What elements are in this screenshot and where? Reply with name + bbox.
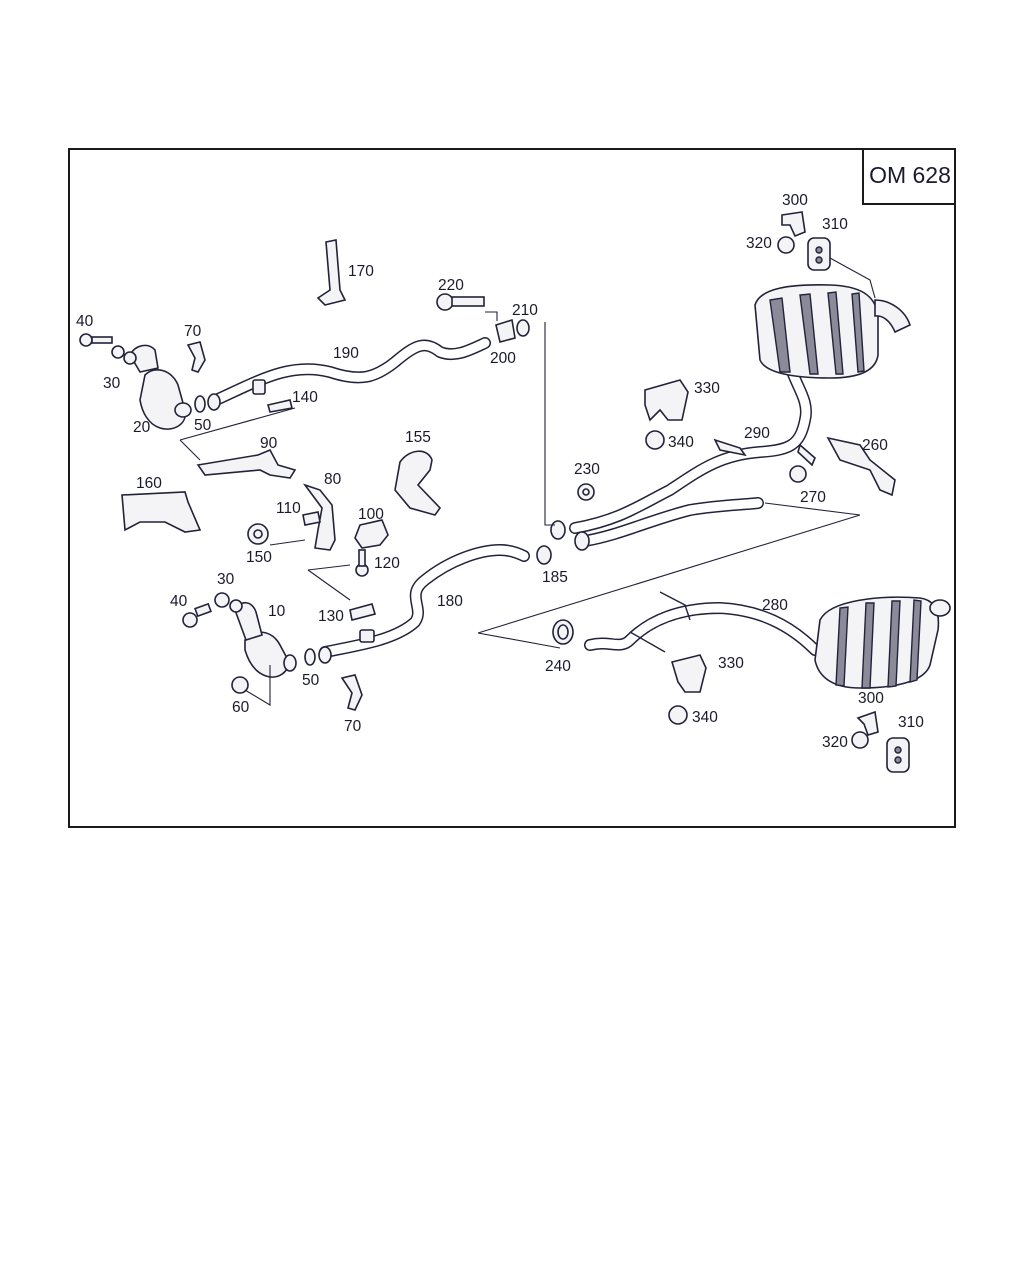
bushing-150 — [247, 523, 269, 545]
label-140: 140 — [292, 389, 318, 406]
clip-140 — [266, 399, 293, 413]
nut-60 — [231, 676, 249, 694]
label-320-upper: 320 — [746, 235, 772, 252]
clamp-30-upper — [111, 345, 137, 365]
label-200: 200 — [490, 350, 516, 367]
nut-340-lower — [668, 705, 688, 725]
nut-340-upper — [645, 430, 665, 450]
label-330-upper: 330 — [694, 380, 720, 397]
label-155: 155 — [405, 429, 431, 446]
bracket-70-lower — [340, 674, 363, 711]
rear-muffler-lower — [814, 596, 951, 689]
bracket-90 — [196, 448, 297, 479]
label-160: 160 — [136, 475, 162, 492]
bolt-40-upper — [79, 333, 113, 347]
sleeve-210 — [516, 319, 530, 337]
label-340-upper: 340 — [668, 434, 694, 451]
diagram-frame — [68, 148, 956, 828]
label-90: 90 — [260, 435, 278, 452]
gasket-200 — [495, 318, 516, 343]
bracket-170 — [316, 239, 347, 306]
bracket-260 — [826, 436, 896, 497]
label-320-lower: 320 — [822, 734, 848, 751]
label-30-lower: 30 — [217, 571, 235, 588]
label-10: 10 — [268, 603, 286, 620]
label-300-upper: 300 — [782, 192, 808, 209]
bracket-330-lower — [670, 654, 707, 693]
label-240: 240 — [545, 658, 571, 675]
label-50-lower: 50 — [302, 672, 320, 689]
label-20: 20 — [133, 419, 151, 436]
label-210: 210 — [512, 302, 538, 319]
nut-270 — [789, 465, 807, 483]
label-260: 260 — [862, 437, 888, 454]
label-150: 150 — [246, 549, 272, 566]
label-270: 270 — [800, 489, 826, 506]
engine-code-badge: OM 628 — [862, 148, 956, 205]
label-185: 185 — [542, 569, 568, 586]
rubber-hanger-310-lower — [886, 737, 910, 773]
hanger-100 — [354, 519, 389, 549]
label-300-lower: 300 — [858, 690, 884, 707]
label-280: 280 — [762, 597, 788, 614]
label-190: 190 — [333, 345, 359, 362]
part-labels: 170 220 210 200 190 40 30 70 20 50 140 9… — [76, 192, 924, 751]
nut-320-upper — [777, 236, 795, 254]
clip-130 — [349, 603, 377, 621]
rear-pipe — [584, 591, 821, 656]
bracket-70-upper — [186, 341, 206, 373]
label-120: 120 — [374, 555, 400, 572]
nut-230 — [577, 483, 595, 501]
label-290: 290 — [744, 425, 770, 442]
bracket-330-upper — [644, 379, 689, 422]
clamp-240 — [552, 619, 574, 645]
bracket-160 — [121, 491, 202, 533]
rubber-hanger-310-upper — [807, 237, 831, 271]
bracket-80 — [302, 483, 336, 551]
catalytic-converter-lower — [234, 601, 332, 678]
intermediate-pipe — [550, 359, 812, 551]
label-170: 170 — [348, 263, 374, 280]
heat-shield-155 — [394, 450, 442, 516]
label-230: 230 — [574, 461, 600, 478]
sleeve-185 — [536, 545, 552, 565]
label-100: 100 — [358, 506, 384, 523]
label-70-lower: 70 — [344, 718, 362, 735]
label-130: 130 — [318, 608, 344, 625]
label-60: 60 — [232, 699, 250, 716]
label-80: 80 — [324, 471, 342, 488]
label-50-upper: 50 — [194, 417, 212, 434]
label-40-lower: 40 — [170, 593, 188, 610]
label-30-upper: 30 — [103, 375, 121, 392]
rear-muffler-upper — [754, 284, 911, 379]
label-70-upper: 70 — [184, 323, 202, 340]
bracket-300-lower — [856, 710, 879, 736]
catalytic-converter-upper — [129, 344, 221, 430]
bolt-220 — [436, 293, 485, 311]
label-330-lower: 330 — [718, 655, 744, 672]
label-340-lower: 340 — [692, 709, 718, 726]
clip-110 — [302, 511, 321, 526]
label-310-upper: 310 — [822, 216, 848, 233]
label-40-upper: 40 — [76, 313, 94, 330]
front-pipe-upper — [210, 337, 491, 406]
bolt-40-lower — [182, 602, 212, 628]
bracket-300-upper — [781, 211, 806, 238]
label-110: 110 — [276, 500, 301, 517]
label-180: 180 — [437, 593, 463, 610]
leader-lines — [179, 257, 876, 706]
front-pipe-lower — [319, 544, 530, 658]
nut-320-lower — [851, 731, 869, 749]
clamp-30-lower — [214, 592, 243, 613]
label-310-lower: 310 — [898, 714, 924, 731]
bolt-120 — [355, 549, 369, 577]
label-220: 220 — [438, 277, 464, 294]
hanger-290 — [713, 438, 816, 467]
